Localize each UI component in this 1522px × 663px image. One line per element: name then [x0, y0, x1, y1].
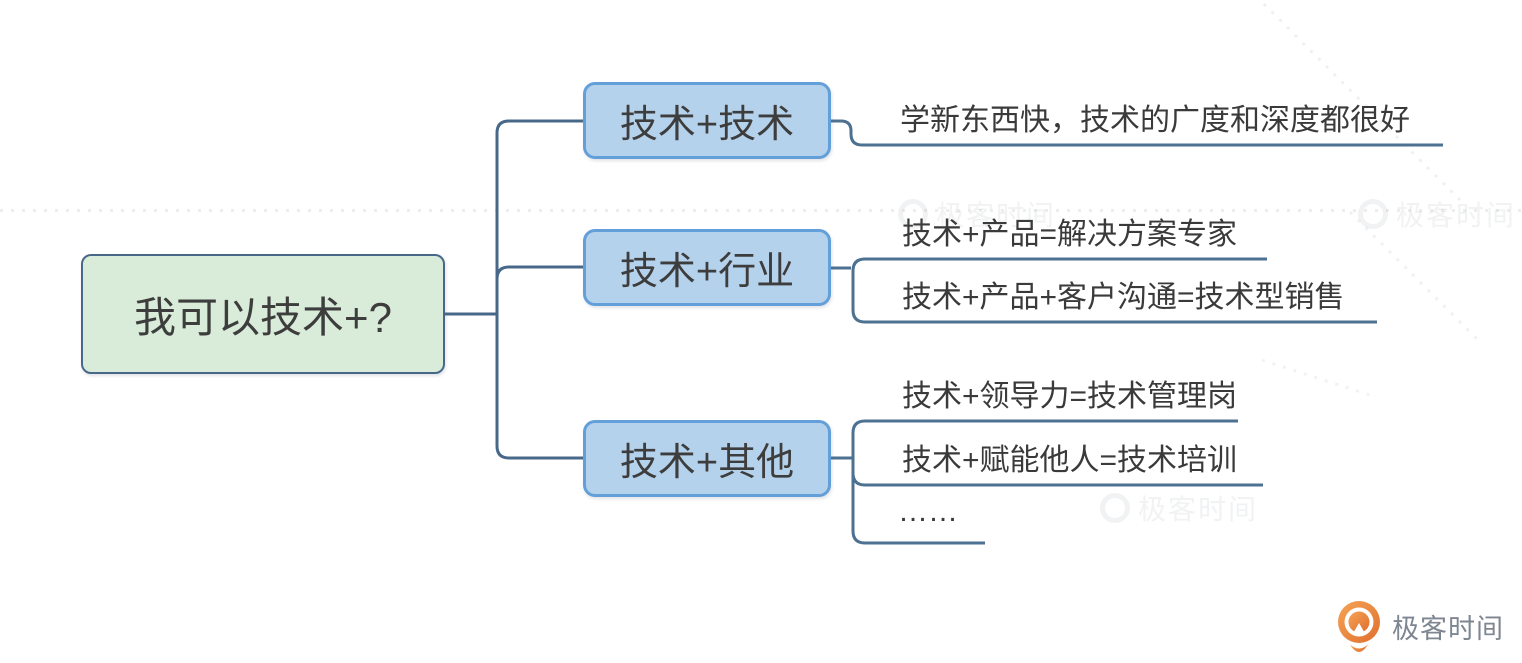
- watermark-text: 极客时间: [1396, 200, 1517, 231]
- node-branch-tech-other[interactable]: 技术+其他: [583, 420, 831, 497]
- bracket-branch2: [851, 419, 866, 545]
- watermark-diagonal-3: [1261, 358, 1377, 399]
- edge-spine-branch-2: [495, 314, 583, 460]
- watermark-logo-icon: [1100, 493, 1130, 523]
- leaf-topic-2-0[interactable]: 技术+领导力=技术管理岗: [902, 380, 1238, 413]
- watermark: 极客时间: [1358, 194, 1516, 234]
- watermark-diagonal-1: [1257, 0, 1462, 202]
- watermark-text: 极客时间: [936, 200, 1057, 231]
- watermark-logo-icon: [1358, 199, 1388, 229]
- leaf-topic-2-2[interactable]: ……: [898, 495, 958, 528]
- brand-logo-text: 极客时间: [1392, 613, 1504, 644]
- watermark-logo-icon: [898, 199, 928, 229]
- edge-spine-branch-1: [495, 265, 583, 280]
- leaf-topic-1-1[interactable]: 技术+产品+客户沟通=技术型销售: [902, 281, 1345, 314]
- leaf-topic-1-0[interactable]: 技术+产品=解决方案专家: [902, 218, 1238, 251]
- brand-logo: 极客时间: [1336, 599, 1504, 653]
- bracket-branch1: [851, 257, 866, 324]
- watermark: 极客时间: [1100, 488, 1258, 528]
- bracket-branch2-mid: [851, 472, 866, 487]
- geektime-logo-icon: [1338, 601, 1380, 652]
- node-root[interactable]: 我可以技术+?: [81, 254, 445, 374]
- edge-spine-branch-0: [495, 119, 583, 314]
- leaf-topic-2-1[interactable]: 技术+赋能他人=技术培训: [902, 444, 1238, 477]
- leaf-topic-0-0[interactable]: 学新东西快，技术的广度和深度都很好: [900, 104, 1410, 137]
- node-branch-tech-industry[interactable]: 技术+行业: [583, 229, 831, 306]
- watermark-text: 极客时间: [1138, 494, 1259, 525]
- watermark: 极客时间: [898, 194, 1056, 234]
- node-branch-tech-tech[interactable]: 技术+技术: [583, 82, 831, 159]
